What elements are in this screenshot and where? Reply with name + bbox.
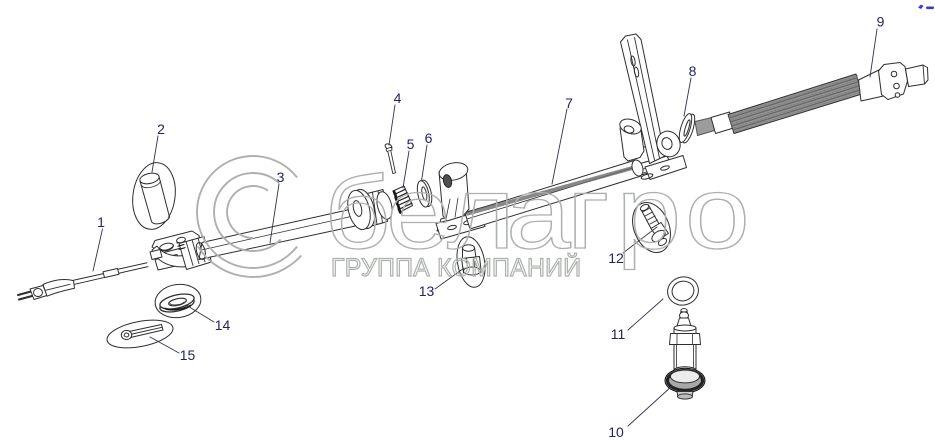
svg-text:14: 14 xyxy=(215,317,231,333)
svg-text:9: 9 xyxy=(877,14,885,30)
svg-text:8: 8 xyxy=(689,63,697,79)
svg-text:11: 11 xyxy=(611,326,626,342)
svg-text:7: 7 xyxy=(565,95,573,111)
svg-text:1: 1 xyxy=(97,214,105,230)
svg-text:белагро: белагро xyxy=(324,156,750,270)
svg-text:12: 12 xyxy=(608,250,624,266)
svg-text:3: 3 xyxy=(277,169,285,185)
svg-text:10: 10 xyxy=(608,424,624,440)
svg-text:13: 13 xyxy=(419,283,435,299)
svg-text:2: 2 xyxy=(157,121,165,137)
svg-text:6: 6 xyxy=(425,130,433,146)
svg-text:4: 4 xyxy=(394,90,402,106)
svg-text:5: 5 xyxy=(407,136,415,152)
svg-text:ГРУППА КОМПАНИЙ: ГРУППА КОМПАНИЙ xyxy=(331,254,581,282)
svg-text:15: 15 xyxy=(180,347,196,363)
